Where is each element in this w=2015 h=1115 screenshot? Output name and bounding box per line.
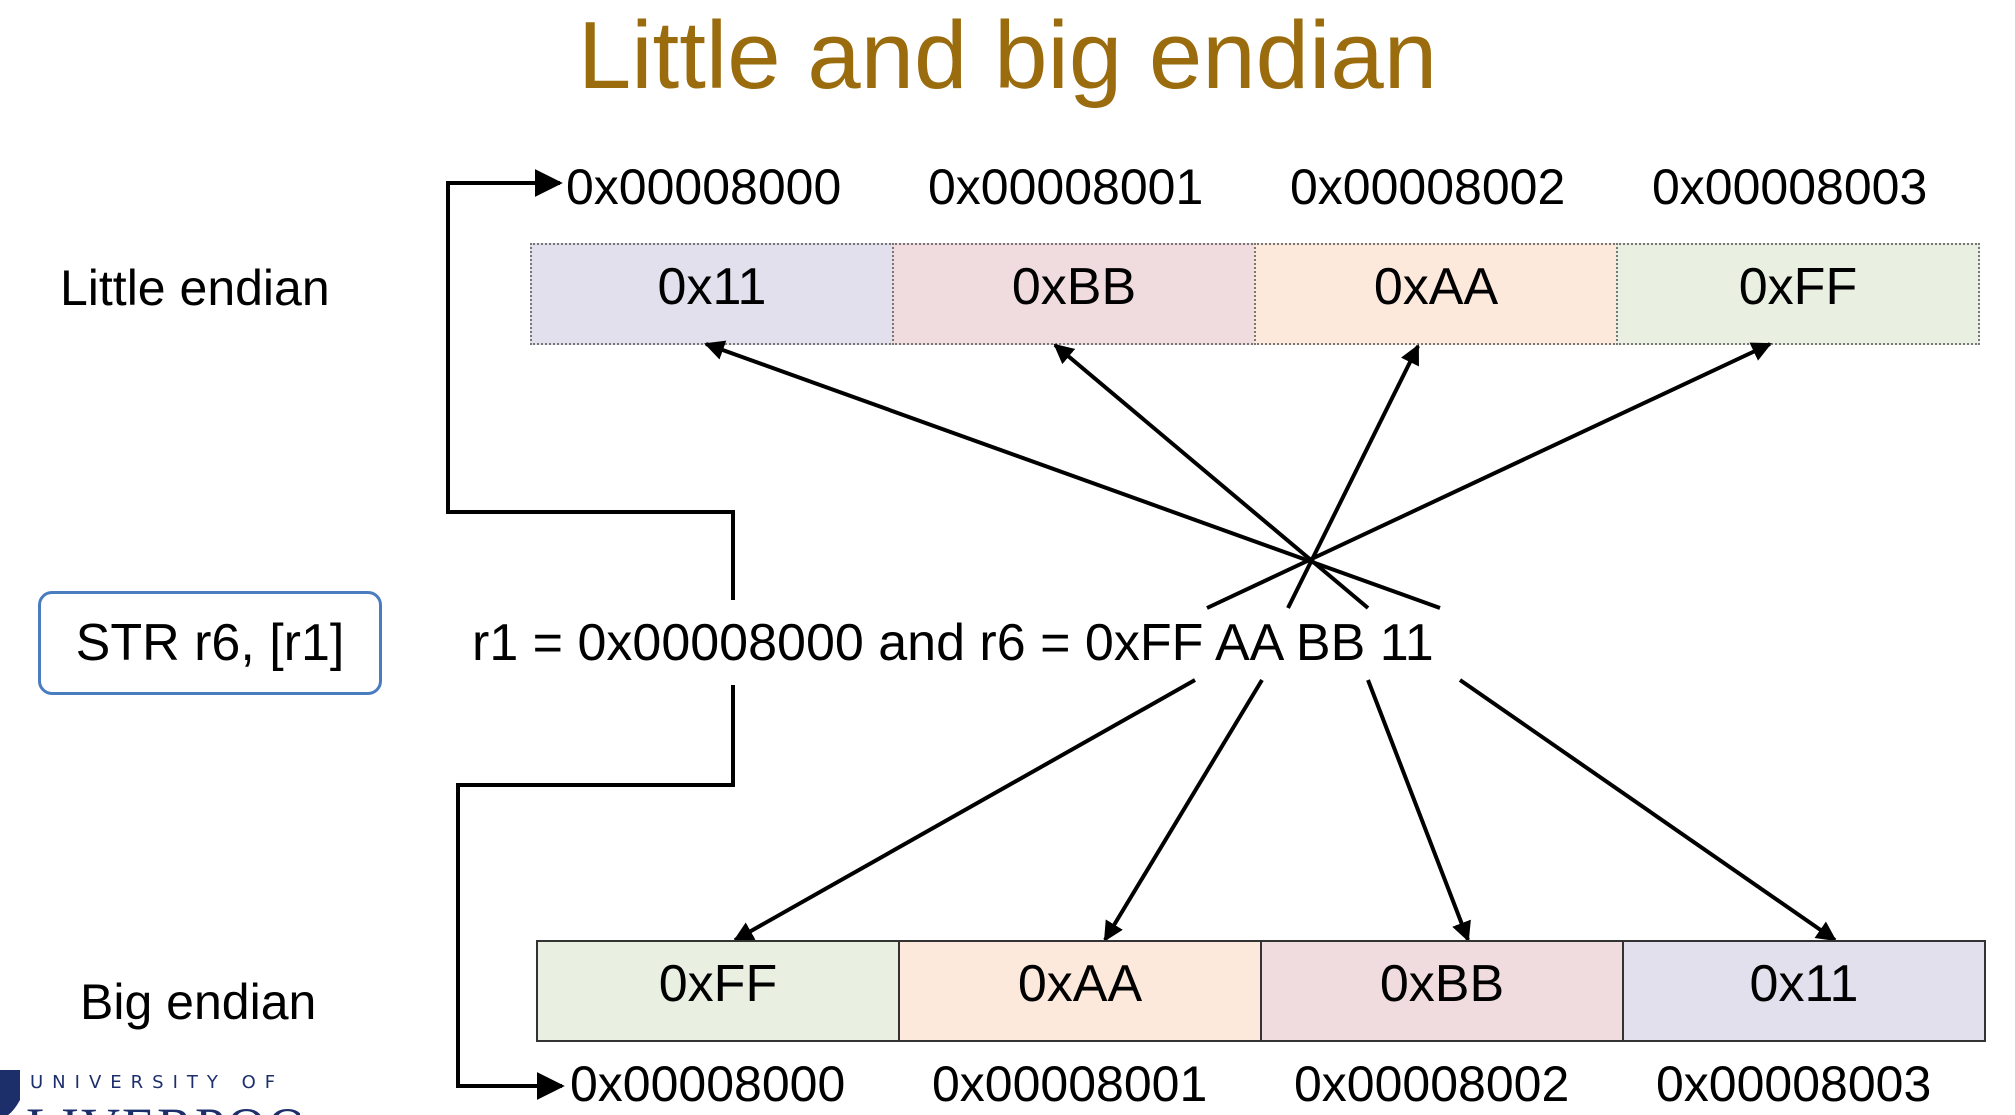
arrow-ff-to-le <box>1206 342 1772 610</box>
slide-title: Little and big endian <box>577 2 1438 109</box>
le-address-0: 0x00008000 <box>566 159 842 215</box>
logo-line-2: LIVERPOOL <box>26 1096 300 1115</box>
big-endian-label: Big endian <box>80 974 317 1030</box>
university-logo: UNIVERSITY OF LIVERPOOL <box>0 1060 300 1115</box>
be-address-0: 0x00008000 <box>570 1056 846 1112</box>
shield-icon <box>0 1070 20 1115</box>
arrow-aa-to-le <box>1286 344 1420 609</box>
arrow-11-to-le <box>704 340 1441 610</box>
little-endian-label: Little endian <box>60 260 330 316</box>
arrow-bb-to-be <box>1366 679 1471 942</box>
arrow-ff-to-be <box>733 678 1196 942</box>
be-byte-3: 0x11 <box>1622 940 1986 1042</box>
be-address-3: 0x00008003 <box>1656 1056 1932 1112</box>
be-address-1: 0x00008001 <box>932 1056 1208 1112</box>
instruction-box: STR r6, [r1] <box>38 591 382 695</box>
be-byte-1: 0xAA <box>898 940 1262 1042</box>
bracket-line-bottom <box>456 685 735 1100</box>
le-address-2: 0x00008002 <box>1290 159 1566 215</box>
be-byte-0: 0xFF <box>536 940 900 1042</box>
bracket-line-top <box>446 169 735 600</box>
le-byte-3: 0xFF <box>1616 243 1980 345</box>
be-byte-2: 0xBB <box>1260 940 1624 1042</box>
logo-line-1: UNIVERSITY OF <box>30 1072 285 1093</box>
le-byte-2: 0xAA <box>1254 243 1618 345</box>
arrow-11-to-be <box>1458 678 1837 942</box>
arrow-aa-to-be <box>1103 678 1264 942</box>
le-byte-1: 0xBB <box>892 243 1256 345</box>
le-address-3: 0x00008003 <box>1652 159 1928 215</box>
register-values: r1 = 0x00008000 and r6 = 0xFF AA BB 11 <box>472 614 1434 672</box>
be-address-2: 0x00008002 <box>1294 1056 1570 1112</box>
le-address-1: 0x00008001 <box>928 159 1204 215</box>
arrow-bb-to-le <box>1053 343 1370 610</box>
